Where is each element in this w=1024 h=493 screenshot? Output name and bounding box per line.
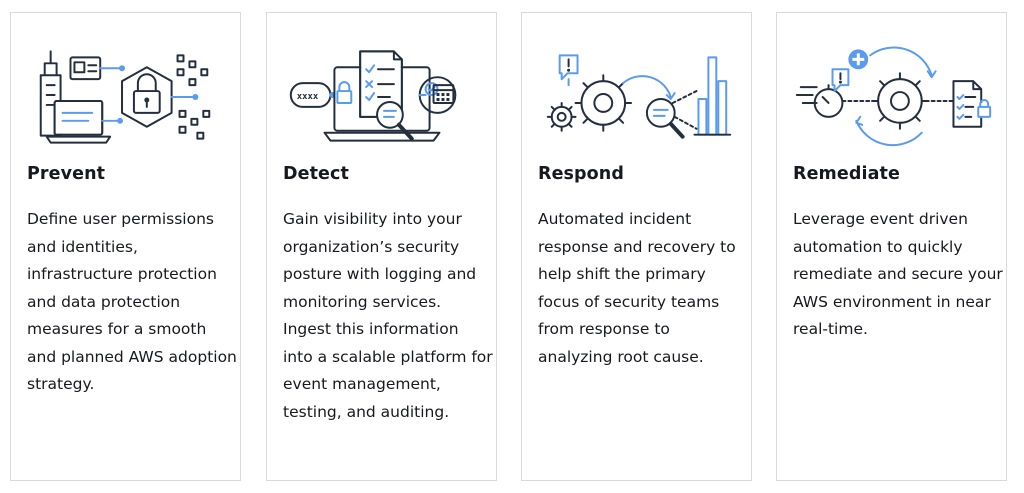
respond-illustration-icon — [546, 54, 732, 139]
card-title: Remediate — [793, 164, 900, 184]
card-title: Detect — [283, 164, 349, 184]
card-prevent: Prevent Define user permissions and iden… — [10, 12, 241, 481]
prevent-illustration-icon — [39, 50, 211, 144]
card-remediate: Remediate Leverage event driven automati… — [776, 12, 1007, 481]
card-title: Respond — [538, 164, 624, 184]
remediate-illustration-icon — [795, 46, 992, 147]
card-description: Define user permissions and identities, … — [27, 210, 237, 393]
card-respond: Respond Automated incident response and … — [521, 12, 752, 481]
card-detect: xxxx Detect Gain visibility into your or… — [266, 12, 497, 481]
detect-illustration-icon: xxxx — [289, 50, 457, 142]
card-description: Gain visibility into your organization’s… — [283, 210, 493, 421]
svg-text:xxxx: xxxx — [297, 92, 319, 102]
card-title: Prevent — [27, 164, 106, 184]
card-description: Leverage event driven automation to quic… — [793, 210, 1003, 338]
card-description: Automated incident response and recovery… — [538, 210, 736, 366]
